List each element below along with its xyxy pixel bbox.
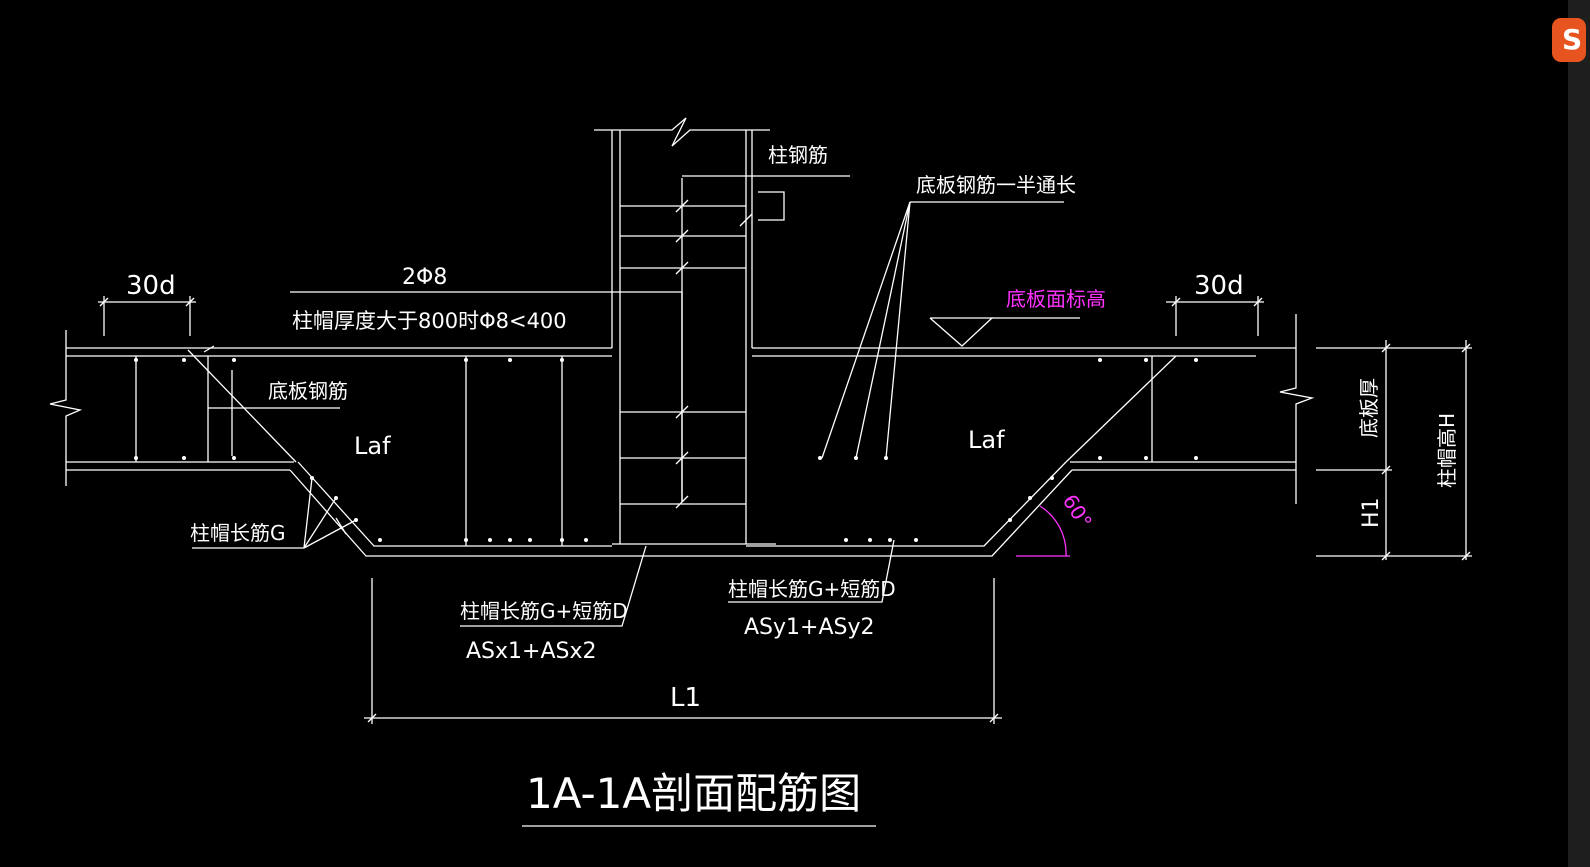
label-column-rebar: 柱钢筋	[768, 143, 828, 167]
label-30d-right: 30d	[1194, 271, 1244, 301]
label-asy: ASy1+ASy2	[744, 615, 875, 640]
column	[594, 117, 776, 545]
label-30d-left: 30d	[126, 271, 176, 301]
label-laf-right: Laf	[968, 426, 1005, 454]
label-slab-rebar-half: 底板钢筋一半通长	[916, 173, 1076, 197]
drawing-title: 1A-1A剖面配筋图	[526, 769, 861, 818]
label-2phi8: 2Φ8	[402, 265, 447, 290]
rebar-dots	[134, 358, 1198, 542]
dimension-30d-right	[1166, 296, 1264, 336]
leaders	[192, 175, 1064, 627]
label-cap-height: 柱帽高H	[1435, 413, 1459, 488]
label-cap-long-g-short-d-x: 柱帽长筋G+短筋D	[460, 599, 628, 623]
label-l1: L1	[670, 683, 701, 713]
label-laf-left: Laf	[354, 432, 391, 460]
column-cap-outline	[289, 469, 1073, 557]
app-icon[interactable]: S	[1552, 18, 1586, 62]
label-slab-rebar: 底板钢筋	[268, 379, 348, 403]
dimension-l1	[364, 578, 1002, 724]
angle-mark	[1016, 505, 1070, 557]
elevation-marker	[929, 317, 1080, 347]
label-h1: H1	[1359, 497, 1384, 528]
dimension-vertical	[1316, 340, 1472, 561]
label-asx: ASx1+ASx2	[466, 639, 597, 664]
label-cap-long-g-short-d-y: 柱帽长筋G+短筋D	[728, 577, 896, 601]
slab-rebars	[66, 345, 1296, 547]
slab-outline	[49, 314, 1315, 504]
dimension-30d-left	[98, 296, 196, 336]
label-cap-long-g: 柱帽长筋G	[190, 521, 286, 545]
label-slab-thickness: 底板厚	[1357, 378, 1381, 438]
right-panel-strip	[1568, 0, 1590, 867]
app-icon-glyph: S	[1562, 23, 1583, 56]
label-slab-top-elevation: 底板面标高	[1006, 287, 1106, 311]
label-angle: 60°	[1058, 490, 1097, 533]
label-cap-note: 柱帽厚度大于800时Φ8<400	[292, 309, 567, 333]
